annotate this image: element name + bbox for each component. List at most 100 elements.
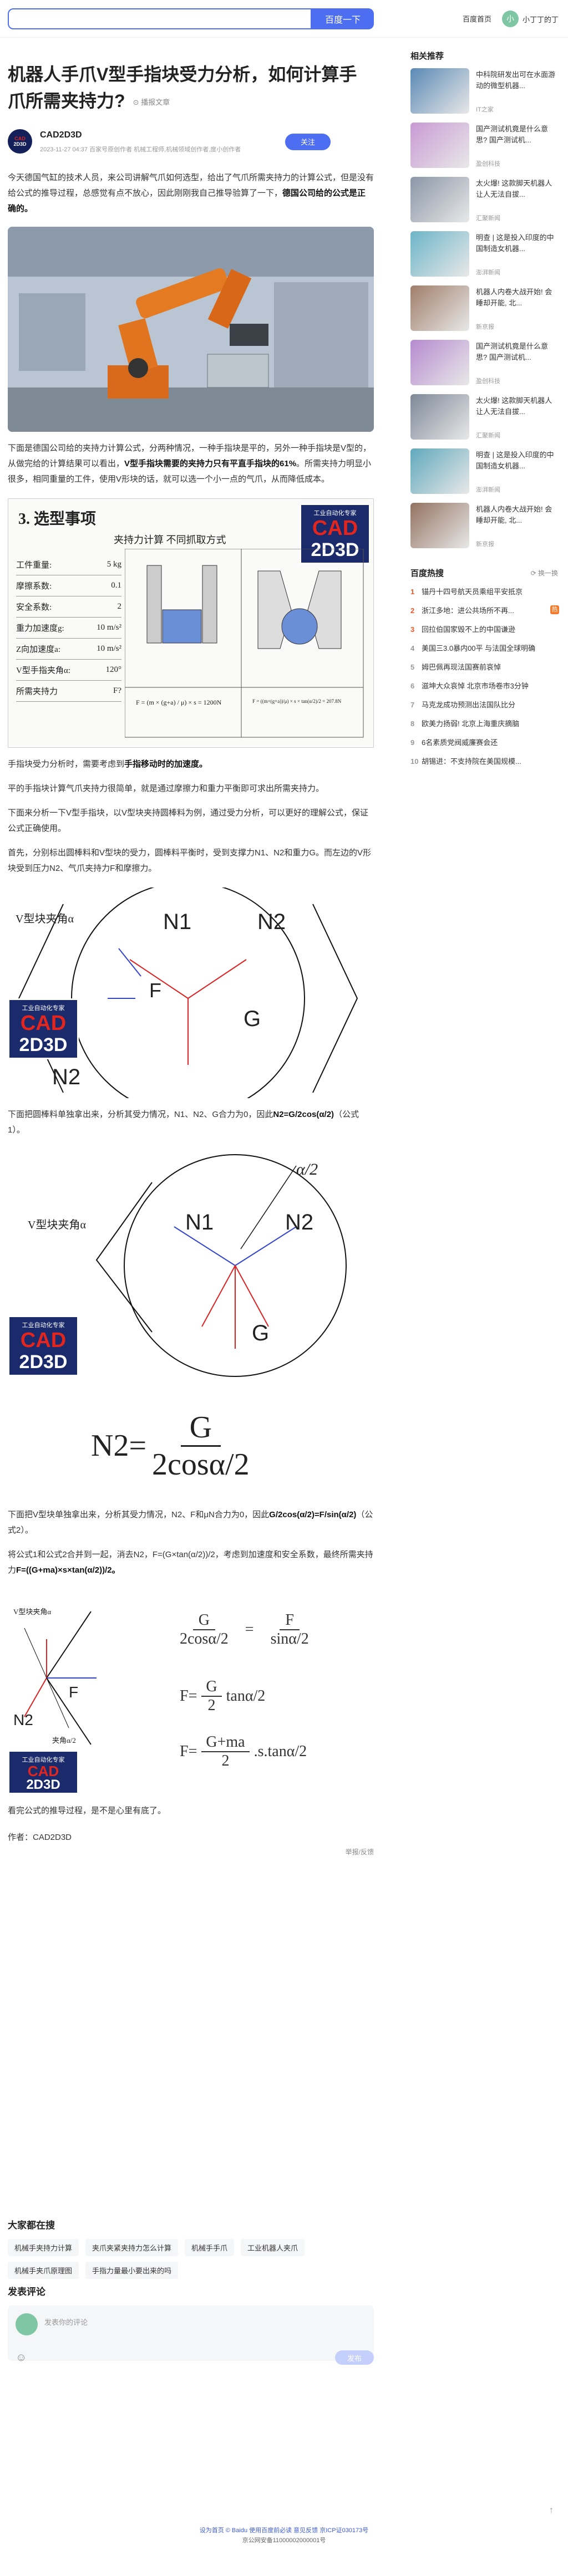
recommend-item[interactable]: 中科院研发出可在水面游动的微型机器...IT之家 — [410, 68, 560, 123]
recommend-title[interactable]: 明查 | 这是投入印度的中国制造女机器... — [476, 233, 554, 253]
recommend-thumbnail[interactable] — [410, 340, 469, 385]
hot-text[interactable]: 6名素质党阀威廉赛会还 — [422, 738, 498, 747]
recommend-thumbnail[interactable] — [410, 123, 469, 168]
user-avatar[interactable]: 小 — [502, 11, 519, 27]
label-n1: N1 — [185, 1210, 214, 1235]
recommend-item[interactable]: 太火爆! 这款脚天机器人让人无法自拔... 汇聚新闻 — [410, 177, 560, 231]
recommend-thumbnail[interactable] — [410, 285, 469, 331]
author-name[interactable]: CAD2D3D — [40, 130, 82, 140]
v-angle-label: V型块夹角α — [16, 912, 74, 925]
hot-text[interactable]: 欧美力扬弱! 北京上海重庆摘脑 — [422, 720, 520, 728]
hot-text[interactable]: 姆巴佩再现法国赛前哀悼 — [422, 663, 501, 671]
table-param-row: 工件重量:5 kg — [16, 554, 121, 575]
recommend-thumbnail[interactable] — [410, 231, 469, 277]
footer-record[interactable]: 京公网安备11000002000001号 — [242, 2537, 326, 2544]
related-search-tag[interactable]: 机械手夹持力计算 — [8, 2239, 79, 2256]
force-diagram-3: V型块夹角α F N2 夹角α/2 工业自动化专家 CAD 2D3D G 2co… — [8, 1589, 374, 1794]
related-search-tag[interactable]: 机械手手爪 — [185, 2239, 235, 2256]
hot-text[interactable]: 胡锡进：不支持院在美国规模... — [422, 757, 521, 766]
recommend-title[interactable]: 太火爆! 这款脚天机器人让人无法自拔... — [476, 396, 552, 416]
read-aloud-button[interactable]: ⊙ 播报文章 — [133, 98, 170, 106]
search-box[interactable] — [8, 8, 312, 29]
hot-rank: 9 — [410, 738, 415, 747]
footer-links[interactable]: 设为首页 © Baidu 使用百度前必读 意见反馈 京ICP证030173号 — [199, 2527, 369, 2534]
recommend-title[interactable]: 太火爆! 这款脚天机器人让人无法自拔... — [476, 179, 552, 198]
comment-input[interactable]: 发表你的评论 — [44, 2318, 88, 2327]
hot-rank: 6 — [410, 682, 415, 690]
report-feedback-link[interactable]: 举报/反馈 — [345, 1848, 374, 1856]
param-label: 工件重量: — [16, 560, 52, 570]
recommend-thumbnail[interactable] — [410, 177, 469, 222]
related-search-tag[interactable]: 工业机器人夹爪 — [241, 2239, 305, 2256]
recommend-title[interactable]: 机器人内卷大战开始! 会睡却开能, 北... — [476, 505, 552, 524]
search-input[interactable] — [9, 9, 311, 28]
hot-text[interactable]: 马克龙成功预测出法国队比分 — [422, 701, 516, 709]
hot-search-item[interactable]: 6 滋坤大众哀悼 北京市场卷市3分钟 — [410, 680, 560, 699]
paragraph-8: 下面把V型块单独拿出来，分析其受力情况，N2、F和μN合力为0，因此G/2cos… — [8, 1509, 373, 1535]
robot-photo — [8, 226, 374, 432]
table-param-row: 重力加速度g:10 m/s² — [16, 618, 121, 639]
back-to-top-icon[interactable]: ↑ — [549, 2506, 554, 2515]
recommend-source: 盈创科技 — [476, 378, 500, 385]
refresh-hot-button[interactable]: ⟳ 换一换 — [530, 569, 558, 577]
comment-box[interactable]: 发表你的评论 — [8, 2305, 374, 2361]
baidu-home-link[interactable]: 百度首页 — [463, 15, 492, 23]
recommend-thumbnail[interactable] — [410, 68, 469, 114]
recommend-item[interactable]: 明查 | 这是投入印度的中国制造女机器... 澎湃新闻 — [410, 448, 560, 503]
hot-text[interactable]: 锚丹十四号航天员乘组平安抵京 — [422, 588, 523, 596]
recommend-item[interactable]: 太火爆! 这款脚天机器人让人无法自拔...汇聚新闻 — [410, 394, 560, 448]
publish-button[interactable]: 发布 — [335, 2350, 374, 2365]
recommend-item[interactable]: 国产测试机竟是什么意思? 国产测试机... 盈创科技 — [410, 340, 560, 394]
follow-button[interactable]: 关注 — [285, 133, 331, 150]
recommend-thumbnail[interactable] — [410, 394, 469, 440]
recommend-title: 相关推荐 — [410, 52, 444, 61]
related-search-tag[interactable]: 手指力量最小要出来的吗 — [85, 2262, 179, 2279]
recommend-title[interactable]: 机器人内卷大战开始! 会睡却开能, 北... — [476, 288, 552, 307]
emoji-icon[interactable]: ☺ — [16, 2351, 27, 2364]
recommend-title[interactable]: 中科院研发出可在水面游动的微型机器... — [476, 70, 556, 90]
hot-search-title: 百度热搜 — [410, 569, 444, 578]
brand-logo: 工业自动化专家 CAD 2D3D — [300, 503, 371, 564]
user-name[interactable]: 小丁丁的丁 — [523, 16, 559, 24]
author-avatar[interactable]: CAD 2D3D — [8, 129, 32, 154]
hot-text[interactable]: 美国三3.0暴内00平 与法国全球明确 — [422, 644, 536, 652]
recommend-title[interactable]: 国产测试机竟是什么意思? 国产测试机... — [476, 125, 549, 144]
recommend-item[interactable]: 国产测试机竟是什么意思? 国产测试机... 盈创科技 — [410, 123, 560, 177]
article-title: 机器人手爪V型手指块受力分析，如何计算手爪所需夹持力?⊙ 播报文章 — [8, 64, 357, 111]
formula-flat: F = (m × (g+a) / μ) × s = 1200N — [136, 698, 222, 706]
paragraph-6: 首先，分别标出圆棒料和V型块的受力，圆棒料平衡时，受到支撑力N1、N2和重力G。… — [8, 848, 372, 873]
hot-search-item[interactable]: 9 6名素质党阀威廉赛会还 — [410, 737, 560, 756]
table-heading: 3. 选型事项 — [18, 510, 97, 528]
param-label: 重力加速度g: — [16, 624, 64, 633]
recommend-title[interactable]: 明查 | 这是投入印度的中国制造女机器... — [476, 451, 554, 470]
force-diagram-3-svg — [24, 1610, 97, 1745]
recommend-source: 盈创科技 — [476, 161, 500, 167]
related-search-tag[interactable]: 机械手夹爪原理图 — [8, 2262, 79, 2279]
recommend-thumbnail[interactable] — [410, 503, 469, 548]
recommend-item[interactable]: 机器人内卷大战开始! 会睡却开能, 北...新京报 — [410, 285, 560, 340]
hot-text[interactable]: 浙江多地：进公共场所不再... — [422, 606, 514, 615]
recommend-thumbnail[interactable] — [410, 448, 469, 494]
recommend-source: 汇聚新闻 — [476, 215, 500, 222]
recommend-source: 澎湃新闻 — [476, 487, 500, 493]
footer: 设为首页 © Baidu 使用百度前必读 意见反馈 京ICP证030173号 京… — [0, 2526, 568, 2546]
related-search-tag[interactable]: 夹爪夹紧夹持力怎么计算 — [85, 2239, 179, 2256]
recommend-title[interactable]: 国产测试机竟是什么意思? 国产测试机... — [476, 342, 549, 361]
recommend-item[interactable]: 明查 | 这是投入印度的中国制造女机器...澎湃新闻 — [410, 231, 560, 285]
param-label: 所需夹持力 — [16, 687, 58, 696]
recommend-item[interactable]: 机器人内卷大战开始! 会睡却开能, 北...新京报 — [410, 503, 560, 557]
hot-text[interactable]: 回拉伯国家毁不上的中国谦逊 — [422, 625, 516, 634]
related-searches: 大家都在搜 机械手夹持力计算夹爪夹紧夹持力怎么计算机械手手爪工业机器人夹爪机械手… — [8, 2217, 374, 2279]
hot-text[interactable]: 滋坤大众哀悼 北京市场卷市3分钟 — [422, 682, 529, 690]
paragraph-2: 下面是德国公司给的夹持力计算公式，分两种情况，一种手指块是平的，另外一种手指块是… — [8, 443, 372, 484]
search-button[interactable]: 百度一下 — [312, 8, 374, 29]
force-diagram-2: V型块夹角α α/2 N1 N2 G 工业自动化专家 CAD 2D3D N2= … — [8, 1149, 374, 1498]
